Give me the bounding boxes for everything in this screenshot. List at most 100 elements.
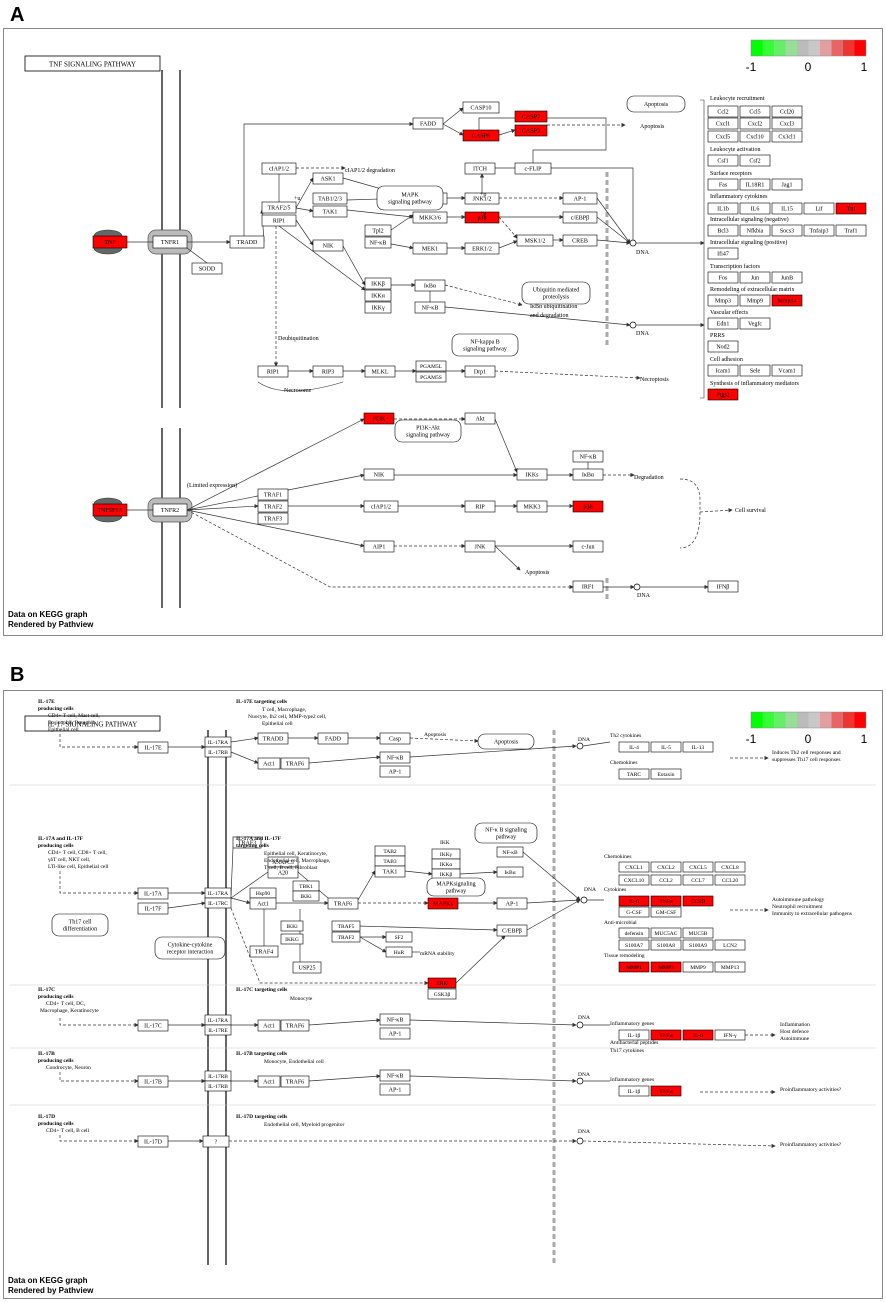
gene-label: MSK1/2 xyxy=(525,239,546,245)
gene-label: RIP3 xyxy=(322,370,334,376)
gene-label: CXCL5 xyxy=(689,865,707,871)
gene-label: CXCL10 xyxy=(624,878,644,884)
annotation: IL-17E targeting cells xyxy=(236,699,287,705)
legend-label: -1 xyxy=(746,60,757,74)
edge xyxy=(459,870,498,875)
annotation: T cell, B cell, Fibroblast xyxy=(264,865,318,871)
gene-label: NF-κB xyxy=(387,1074,404,1080)
annotation: DNA xyxy=(636,331,650,337)
gene-node xyxy=(714,1029,746,1041)
gene-node xyxy=(464,365,496,378)
gene-label: Vegfc xyxy=(748,321,762,328)
gene-label: IL-17RB xyxy=(208,1084,228,1090)
legend-swatch xyxy=(797,40,809,56)
pathway-link-label: signaling pathway xyxy=(406,433,450,439)
gene-label: CCL2 xyxy=(659,878,673,884)
gene-label: Csf2 xyxy=(749,158,760,165)
gene-node xyxy=(572,468,604,481)
gene-node xyxy=(714,874,746,886)
edge xyxy=(494,545,521,571)
legend-swatch xyxy=(854,712,866,728)
gene-label: MMP1 xyxy=(626,965,642,971)
edge xyxy=(699,508,733,513)
gene-node xyxy=(714,861,746,873)
gene-node xyxy=(412,117,444,130)
edge xyxy=(478,117,607,163)
gene-node xyxy=(707,317,739,330)
edge xyxy=(498,129,516,136)
edge xyxy=(346,209,414,219)
edge xyxy=(596,239,631,245)
gene-label: IL-17RC xyxy=(208,901,228,907)
gene-label: CCL20 xyxy=(722,878,738,884)
gene-label: NIK xyxy=(323,244,334,250)
annotation: +p xyxy=(480,211,486,217)
pathway-link-oval xyxy=(376,185,444,211)
panel-a-footer: Data on KEGG graph Rendered by Pathview xyxy=(8,610,93,630)
annotation: IKK xyxy=(440,840,450,846)
gene-label: Act1 xyxy=(263,762,275,768)
gene-label: Socs3 xyxy=(780,229,794,235)
gene-label: MKK3/6 xyxy=(419,216,441,222)
pathway-link-oval xyxy=(521,281,591,305)
category-label: Inflammatory genes xyxy=(610,1076,654,1083)
gene-node xyxy=(707,224,739,237)
gene-label: AP-1 xyxy=(389,770,402,776)
annotation: Necroptosis xyxy=(640,377,669,383)
edge xyxy=(409,1019,577,1027)
gene-node xyxy=(650,895,682,907)
gene-node xyxy=(682,895,714,907)
pathway-link-label: Cytokine-cytokine xyxy=(168,943,213,949)
gene-label: TRAF2 xyxy=(264,505,282,511)
edge xyxy=(278,225,366,291)
edge xyxy=(59,734,139,750)
gene-node xyxy=(152,235,188,249)
gene-label: Cx3cl1 xyxy=(778,135,795,141)
gene-label: ANAPC5 xyxy=(272,860,294,866)
gene-node xyxy=(562,234,598,247)
category-label: Transcription factors xyxy=(710,263,761,270)
gene-node xyxy=(771,271,803,284)
gene-node xyxy=(317,732,349,745)
annotation: cIAP1/2 degradation xyxy=(345,168,395,174)
gene-node xyxy=(771,294,803,307)
gene-label: NF-κB xyxy=(502,850,518,856)
gene-label: IL-4 xyxy=(629,745,639,751)
gene-node xyxy=(137,1075,169,1088)
gene-node xyxy=(739,224,771,237)
gene-node xyxy=(137,741,169,754)
gene-label: RIP xyxy=(475,505,485,511)
gene-node xyxy=(682,961,714,973)
edge xyxy=(409,1075,577,1083)
gene-node xyxy=(385,931,413,943)
gene-label: p38 xyxy=(584,505,593,511)
gene-label: TRAF6 xyxy=(286,1024,304,1030)
gene-node xyxy=(739,117,771,130)
gene-label: IKKγ xyxy=(440,852,453,858)
footer-line-1: Data on KEGG graph xyxy=(8,610,88,619)
edge xyxy=(186,509,574,590)
gene-label: MMP13 xyxy=(721,965,740,971)
gene-node xyxy=(249,945,279,958)
gene-label: ERK xyxy=(437,981,448,987)
legend-swatch xyxy=(762,40,774,56)
edge xyxy=(582,1140,776,1149)
gene-label: TNFα xyxy=(659,1089,672,1095)
target-bracket xyxy=(700,99,705,399)
gene-label: ? xyxy=(215,1140,218,1146)
gene-node xyxy=(771,364,803,377)
gene-node xyxy=(261,162,297,175)
pathway-link-label: Ubiquitin mediated xyxy=(533,288,580,294)
annotation: suppresses Th17 cell responses xyxy=(772,757,840,763)
gene-node xyxy=(331,920,361,932)
annotation: LTi-like cell, Epithelial cell xyxy=(48,864,109,870)
gene-node xyxy=(379,1069,411,1082)
annotation: IL-17A and IL-17F xyxy=(236,836,282,842)
gene-label: TRAF3 xyxy=(264,517,282,523)
legend-swatch xyxy=(808,40,820,56)
category-label: Anti-microbial xyxy=(604,920,637,926)
gene-node xyxy=(257,500,289,513)
gene-node xyxy=(771,117,803,130)
dna-marker xyxy=(576,1137,584,1145)
gene-node xyxy=(618,874,650,886)
